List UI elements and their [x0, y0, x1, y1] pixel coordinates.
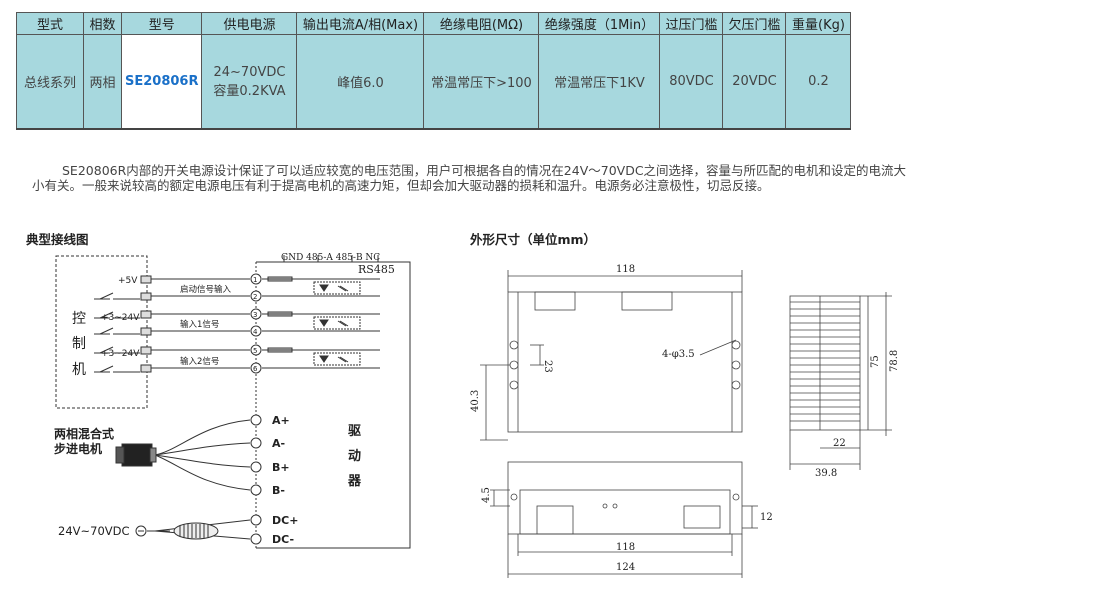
header-type: 型式: [16, 12, 84, 35]
wiring-title: 典型接线图: [26, 232, 89, 247]
header-supply: 供电电源: [201, 12, 298, 35]
power-pin-dc-plus: DC+: [272, 514, 298, 527]
pin-4: 4: [253, 328, 258, 336]
driver-box: [256, 261, 411, 549]
plus5v-label: +5V: [118, 276, 138, 286]
cell-undervoltage: 20VDC: [722, 34, 787, 130]
header-current: 输出电流A/相(Max): [296, 12, 425, 35]
input2-label: 输入2信号: [180, 356, 219, 367]
front-view-outline: [507, 461, 743, 535]
cell-type: 总线系列: [16, 34, 84, 130]
header-resistance: 绝缘电阻(MΩ): [423, 12, 540, 35]
cell-resistance: 常温常压下>100: [423, 34, 540, 130]
spec-header-row: 型式 相数 型号 供电电源 输出电流A/相(Max) 绝缘电阻(MΩ) 绝缘强度…: [16, 12, 852, 35]
wiring-labels: GND 485-A 485-B NC RS485 +5V +3~24V +3~2…: [54, 253, 395, 546]
driver-char-3: 器: [347, 474, 362, 489]
driver-char-2: 动: [348, 449, 361, 464]
header-overvoltage: 过压门槛: [659, 12, 724, 35]
voltage-label-1: +3~24V: [101, 313, 140, 323]
motor-pin-b-minus: B-: [272, 484, 285, 497]
header-weight: 重量(Kg): [785, 12, 852, 35]
motor-label-2: 步进电机: [54, 441, 102, 456]
dim-22: 22: [833, 438, 846, 449]
motor-label-1: 两相混合式: [54, 426, 114, 441]
dim-78-8: 78.8: [889, 350, 900, 372]
cell-phase: 两相: [83, 34, 122, 130]
dim-hole: 4-φ3.5: [662, 349, 695, 360]
cell-current: 峰值6.0: [296, 34, 425, 130]
dim-12: 12: [760, 512, 773, 523]
rs485-label: RS485: [358, 263, 395, 276]
heatsink-view-outline: [789, 295, 861, 431]
dimension-labels: 118 4-φ3.5 23 40.3 75 78.8 22 39.8 4.5 1…: [470, 264, 900, 573]
pin-2: 2: [253, 293, 257, 301]
spec-table: 型式 相数 型号 供电电源 输出电流A/相(Max) 绝缘电阻(MΩ) 绝缘强度…: [16, 12, 852, 130]
cell-model: SE20806R: [120, 34, 203, 130]
header-model: 型号: [120, 12, 203, 35]
pin-6: 6: [253, 365, 258, 373]
header-phase: 相数: [83, 12, 122, 35]
dim-40-3: 40.3: [470, 390, 481, 412]
controller-char-1: 控: [72, 311, 86, 327]
dimensions-title: 外形尺寸（单位mm）: [470, 232, 597, 247]
dim-23: 23: [542, 360, 553, 373]
start-signal-label: 启动信号输入: [180, 284, 232, 295]
pin-5: 5: [253, 347, 257, 355]
dim-118-top: 118: [616, 264, 635, 275]
dim-39-8: 39.8: [815, 468, 837, 479]
cell-weight: 0.2: [785, 34, 852, 130]
dimension-drawings: [480, 270, 892, 578]
dim-118-bottom: 118: [616, 542, 635, 553]
wiring-diagram: [55, 255, 411, 549]
pin-3: 3: [253, 311, 257, 319]
pin-1: 1: [253, 276, 257, 284]
motor-body: [121, 443, 153, 467]
controller-char-2: 制: [72, 336, 86, 352]
description: SE20806R内部的开关电源设计保证了可以适应较宽的电压范围，用户可根据各自的…: [32, 163, 912, 193]
dim-4-5: 4.5: [481, 487, 492, 503]
driver-char-1: 驱: [348, 424, 361, 439]
controller-char-3: 机: [72, 362, 86, 378]
motor-pin-a-minus: A-: [272, 437, 285, 450]
supply-voltage: 24~70VDC: [213, 64, 286, 80]
motor-pin-a-plus: A+: [272, 414, 290, 427]
power-voltage-label: 24V~70VDC: [58, 524, 130, 538]
motor-pin-b-plus: B+: [272, 461, 290, 474]
header-undervoltage: 欠压门槛: [722, 12, 787, 35]
power-pin-dc-minus: DC-: [272, 533, 294, 546]
voltage-label-2: +3~24V: [101, 349, 140, 359]
dim-75: 75: [870, 355, 881, 368]
header-strength: 绝缘强度（1Min）: [538, 12, 661, 35]
description-text: SE20806R内部的开关电源设计保证了可以适应较宽的电压范围，用户可根据各自的…: [32, 163, 907, 193]
input1-label: 输入1信号: [180, 319, 219, 330]
supply-capacity: 容量0.2KVA: [213, 83, 286, 99]
bus-header: GND 485-A 485-B NC: [281, 253, 380, 263]
cell-supply: 24~70VDC 容量0.2KVA: [201, 34, 298, 130]
cell-strength: 常温常压下1KV: [538, 34, 661, 130]
dim-124: 124: [616, 562, 635, 573]
